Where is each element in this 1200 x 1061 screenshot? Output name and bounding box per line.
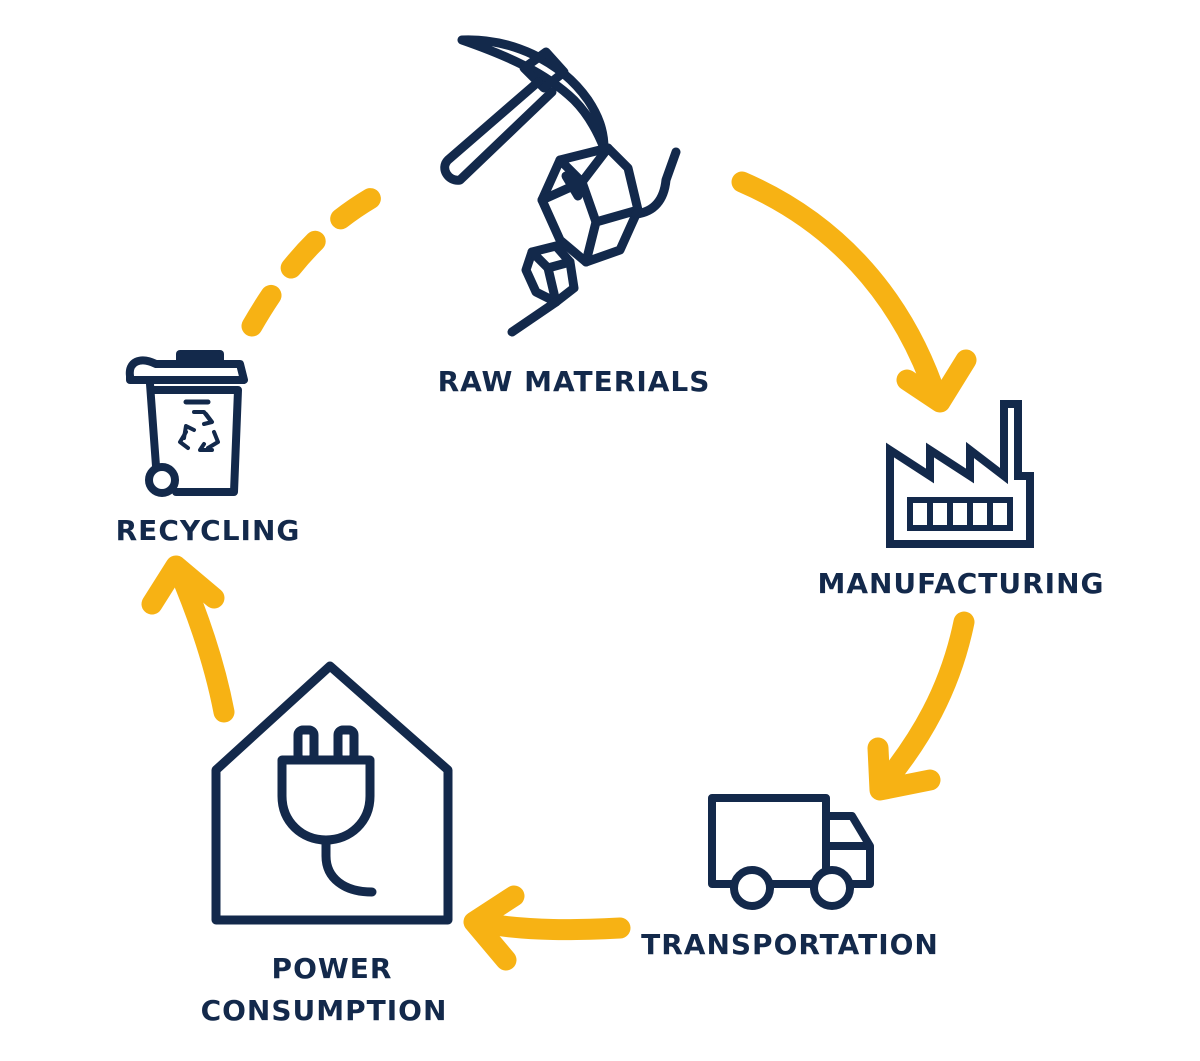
arrow-raw-to-manufacturing [731,171,947,407]
arrow-power-to-recycling-head [141,555,225,615]
transportation-label: TRANSPORTATION [641,928,939,961]
delivery-truck-icon [708,794,874,910]
power-consumption-label-line2: CONSUMPTION [201,994,448,1027]
arrow-recycling-to-raw-dashed [241,181,393,337]
arrow-manufacturing-to-transport-head [867,737,941,801]
house-with-plug-icon [211,661,453,925]
arrow-raw-to-manufacturing-head [896,349,977,413]
raw-materials-label: RAW MATERIALS [438,365,711,398]
recycling-bin-icon [125,350,248,497]
factory-icon [886,400,1034,548]
arrow-transport-to-power-head [463,885,525,971]
manufacturing-label: MANUFACTURING [817,567,1104,600]
power-consumption-label-line1: POWER [272,952,393,985]
recycling-label: RECYCLING [116,514,301,547]
arrow-transport-to-power [465,911,631,941]
arrow-manufacturing-to-transport [873,611,975,795]
pickaxe-and-ore-icon [440,35,681,337]
